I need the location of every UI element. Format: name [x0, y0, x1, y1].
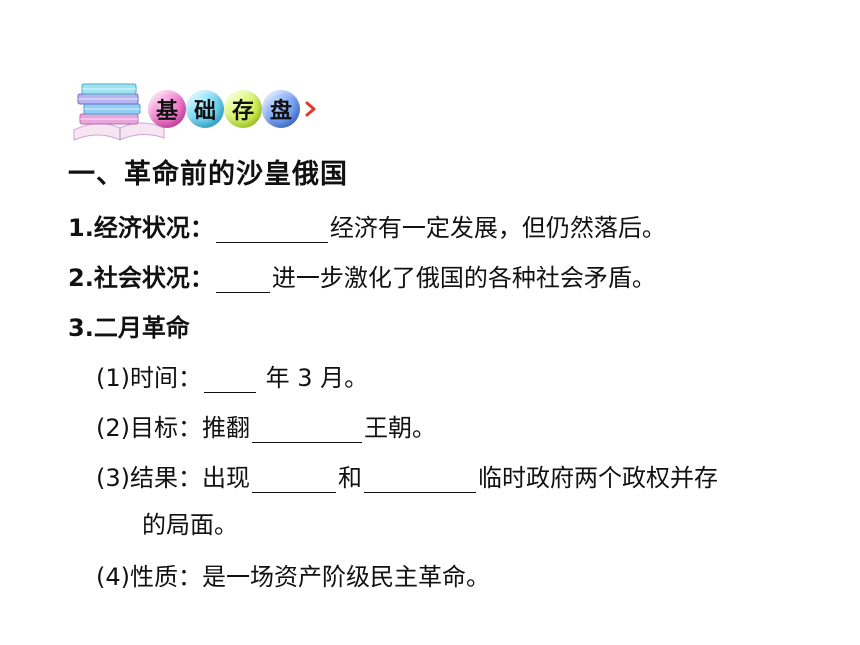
badge-cun: 存	[224, 90, 262, 128]
item-feb-revolution-title: 3.二月革命	[68, 314, 190, 342]
time-suffix: 年 3 月。	[265, 364, 369, 392]
feb-goal: (2)目标：推翻 王朝。	[96, 413, 436, 443]
time-prefix: (1)时间：	[96, 364, 202, 392]
time-blank[interactable]	[204, 368, 256, 393]
society-text: 进一步激化了俄国的各种社会矛盾。	[271, 264, 656, 292]
feb-time: (1)时间： 年 3 月。	[96, 363, 368, 393]
goal-suffix: 王朝。	[364, 414, 436, 442]
feb-result: (3)结果：出现 和 临时政府两个政权并存	[96, 463, 718, 493]
badge-pan: 盘	[262, 90, 300, 128]
result-and: 和	[338, 464, 362, 492]
item-society: 2.社会状况： 进一步激化了俄国的各种社会矛盾。	[68, 263, 656, 293]
goal-prefix: (2)目标：推翻	[96, 414, 250, 442]
result-prefix: (3)结果：出现	[96, 464, 250, 492]
chevron-right-icon	[305, 101, 316, 117]
feb-nature: (4)性质：是一场资产阶级民主革命。	[96, 563, 490, 591]
section-header: 基 础 存 盘	[68, 80, 338, 142]
badge-row: 基 础 存 盘	[148, 90, 318, 128]
item-economy: 1.经济状况： 经济有一定发展，但仍然落后。	[68, 213, 666, 243]
badge-chu: 础	[186, 90, 224, 128]
society-blank[interactable]	[215, 268, 270, 293]
section-title: 一、革命前的沙皇俄国	[68, 159, 348, 190]
economy-label: 1.经济状况：	[68, 214, 214, 242]
result-suffix: 临时政府两个政权并存	[478, 464, 718, 492]
society-label: 2.社会状况：	[68, 264, 214, 292]
goal-blank[interactable]	[252, 418, 362, 443]
badge-ji: 基	[148, 90, 186, 128]
economy-text: 经济有一定发展，但仍然落后。	[329, 214, 666, 242]
books-icon	[73, 83, 165, 141]
economy-blank[interactable]	[215, 218, 328, 243]
feb-result-cont: 的局面。	[142, 511, 238, 539]
result-blank-2[interactable]	[364, 468, 476, 493]
result-blank-1[interactable]	[252, 468, 336, 493]
